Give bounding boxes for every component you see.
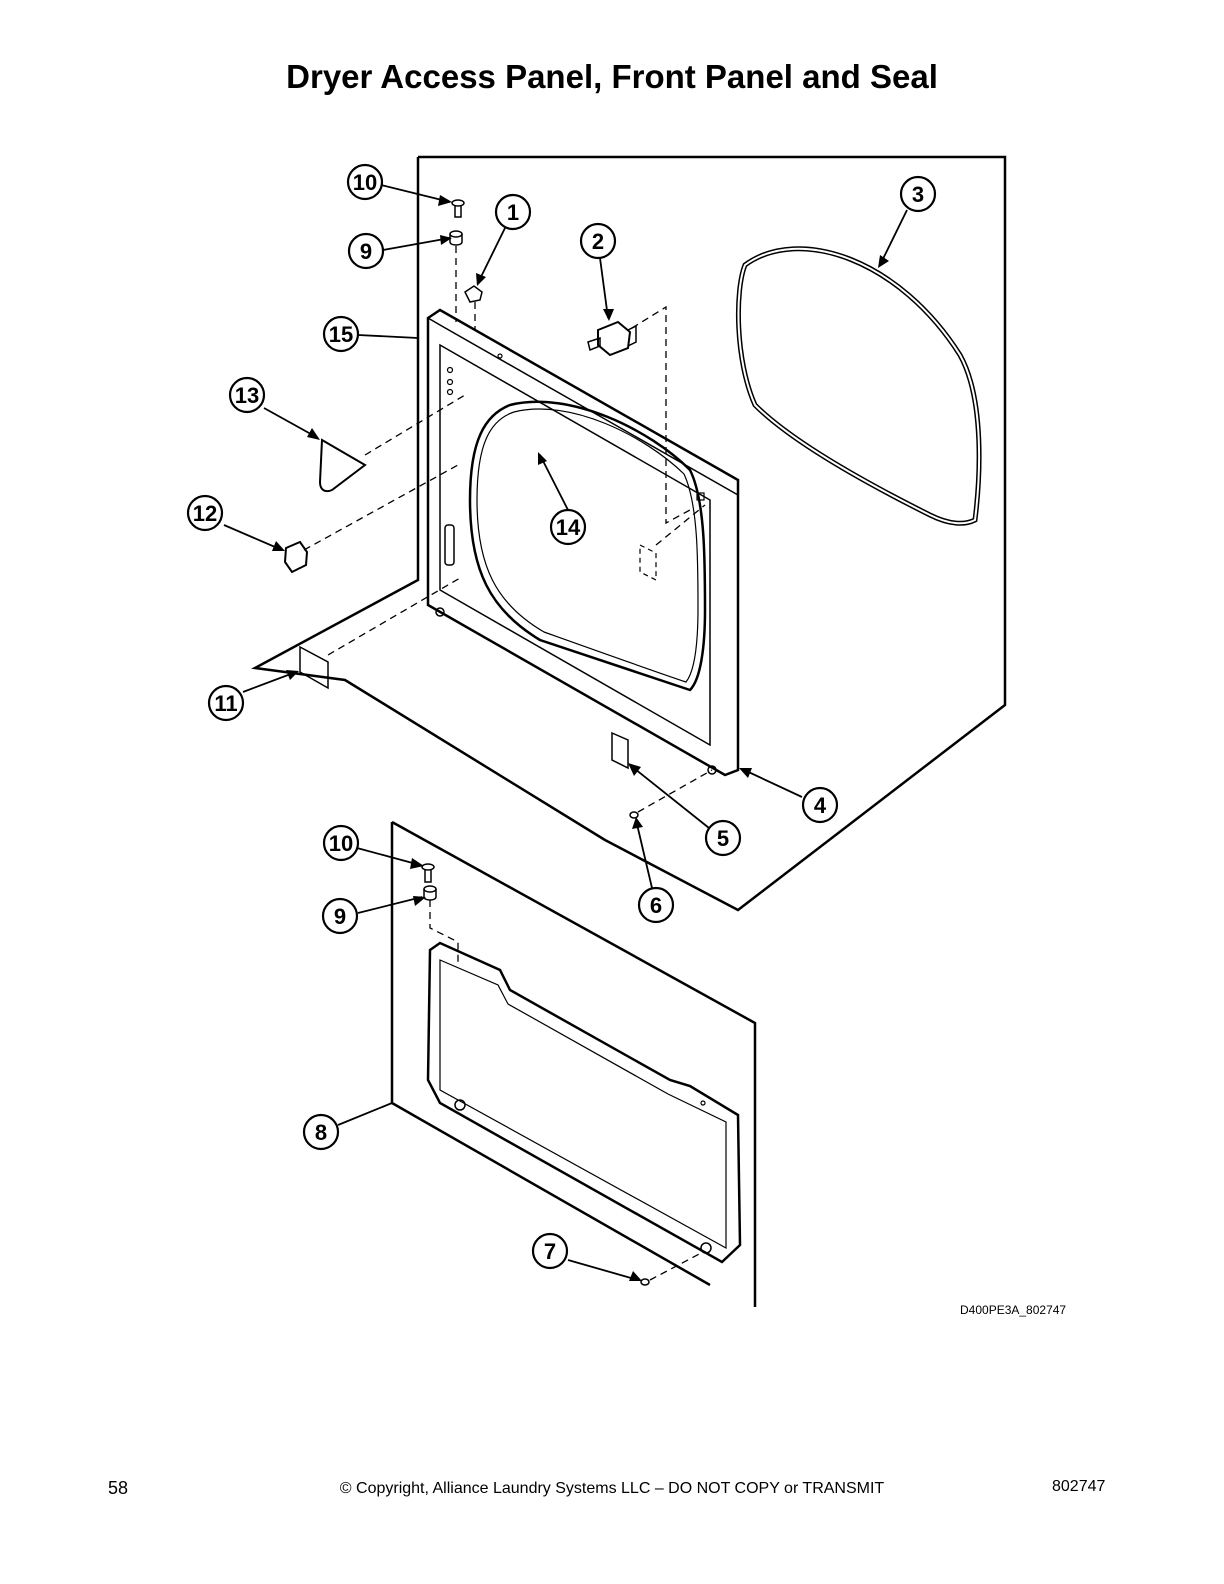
screw-6 bbox=[629, 811, 639, 819]
callout-label-10: 10 bbox=[353, 170, 377, 195]
callout-9-lower bbox=[321, 897, 359, 935]
callout-2 bbox=[579, 222, 617, 260]
door-seal bbox=[735, 246, 982, 526]
callout-4 bbox=[801, 786, 839, 824]
callout-label-10-lower: 10 bbox=[329, 831, 353, 856]
callout-label-9-lower: 9 bbox=[334, 904, 346, 929]
leader-lines bbox=[223, 184, 908, 1281]
callout-label-6: 6 bbox=[650, 893, 662, 918]
callout-label-9: 9 bbox=[360, 239, 372, 264]
access-panel bbox=[426, 941, 742, 1264]
pad-5 bbox=[611, 731, 629, 770]
callout-3 bbox=[899, 175, 937, 213]
callout-label-5: 5 bbox=[717, 826, 729, 851]
callout-9-top bbox=[347, 232, 385, 270]
callout-label-13: 13 bbox=[235, 383, 259, 408]
spacer-lower bbox=[423, 885, 437, 901]
callout-label-4: 4 bbox=[814, 793, 827, 818]
document-number: 802747 bbox=[1052, 1478, 1106, 1495]
plate-13 bbox=[318, 438, 367, 493]
callout-labels: 10 9 1 2 3 15 13 12 14 11 4 5 6 10 9 8 7 bbox=[193, 170, 924, 1264]
callout-8 bbox=[302, 1113, 340, 1151]
callout-label-11: 11 bbox=[214, 691, 237, 716]
callout-label-15: 15 bbox=[329, 322, 353, 347]
drawing-id: D400PE3A_802747 bbox=[960, 1303, 1067, 1317]
callout-5 bbox=[704, 819, 742, 857]
spacer-top bbox=[449, 230, 463, 246]
clip bbox=[464, 285, 483, 303]
callout-label-14: 14 bbox=[556, 515, 581, 540]
callout-10-top bbox=[346, 163, 384, 201]
callout-label-1: 1 bbox=[507, 200, 519, 225]
copyright-notice: © Copyright, Alliance Laundry Systems LL… bbox=[339, 1480, 885, 1497]
screw-top bbox=[451, 199, 465, 218]
callout-15 bbox=[322, 315, 360, 353]
callout-label-8: 8 bbox=[315, 1120, 327, 1145]
pad-11 bbox=[299, 645, 329, 690]
latch-12 bbox=[283, 540, 309, 574]
callout-label-2: 2 bbox=[592, 229, 604, 254]
screw-lower bbox=[421, 863, 435, 883]
callout-6 bbox=[637, 886, 675, 924]
callout-label-7: 7 bbox=[544, 1239, 556, 1264]
callout-11 bbox=[207, 684, 245, 722]
callout-13 bbox=[228, 376, 266, 414]
callout-label-3: 3 bbox=[912, 182, 924, 207]
cabinet-outline bbox=[251, 155, 1007, 912]
callout-label-12: 12 bbox=[193, 501, 217, 526]
callout-12 bbox=[186, 494, 224, 532]
page-title: Dryer Access Panel, Front Panel and Seal bbox=[286, 58, 938, 95]
callout-10-lower bbox=[322, 824, 360, 862]
front-panel bbox=[426, 308, 740, 777]
page-number: 58 bbox=[108, 1478, 129, 1498]
screw-7 bbox=[640, 1278, 650, 1286]
callout-1 bbox=[494, 193, 532, 231]
callout-7 bbox=[531, 1232, 569, 1270]
arrowheads bbox=[272, 195, 889, 1281]
callouts bbox=[186, 163, 937, 1270]
door-switch bbox=[587, 320, 637, 357]
callout-14 bbox=[549, 508, 587, 546]
